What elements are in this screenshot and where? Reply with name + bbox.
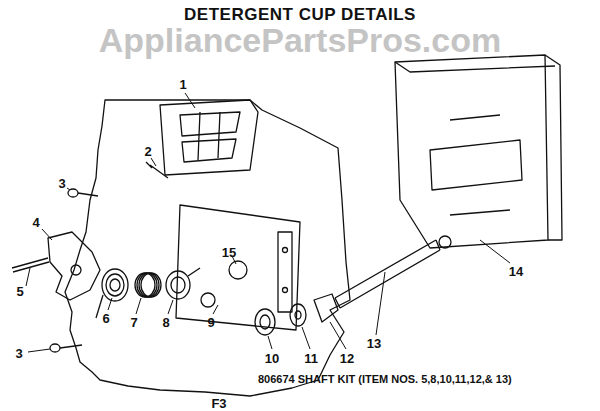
cam bbox=[314, 294, 338, 322]
detergent-cup bbox=[160, 100, 258, 175]
screw bbox=[146, 162, 168, 178]
cup-cover bbox=[395, 55, 548, 248]
callout-number: 3 bbox=[15, 347, 22, 360]
callout-number: 11 bbox=[304, 352, 318, 365]
callout-number: 12 bbox=[340, 352, 354, 365]
cup-slot bbox=[182, 139, 236, 162]
washer bbox=[290, 304, 306, 326]
callout-number: 2 bbox=[144, 145, 151, 158]
callout-number: 15 bbox=[222, 246, 236, 259]
plate-hole bbox=[229, 261, 247, 279]
callout-number: 1 bbox=[179, 78, 186, 91]
callout-number: 13 bbox=[367, 337, 381, 350]
bracket-plate bbox=[176, 205, 300, 330]
kit-note: 806674 SHAFT KIT (ITEM NOS. 5,8,10,11,12… bbox=[258, 374, 512, 385]
pin bbox=[12, 258, 49, 272]
screw bbox=[68, 189, 98, 197]
plate-tab bbox=[278, 232, 292, 312]
callout-number: 6 bbox=[102, 312, 109, 325]
plate-hole bbox=[201, 293, 215, 307]
spring bbox=[96, 269, 128, 318]
callout-number: 10 bbox=[265, 352, 279, 365]
screw bbox=[50, 344, 82, 352]
spring bbox=[135, 273, 161, 297]
figure-code: F3 bbox=[211, 397, 226, 410]
callout-number: 5 bbox=[16, 285, 23, 298]
callout-number: 7 bbox=[130, 316, 137, 329]
callout-number: 9 bbox=[207, 316, 214, 329]
cup-rib bbox=[198, 112, 220, 160]
callout-number: 3 bbox=[58, 177, 65, 190]
washer bbox=[255, 309, 275, 335]
shaft bbox=[335, 240, 440, 308]
callout-number: 14 bbox=[509, 265, 523, 278]
callout-number: 4 bbox=[32, 216, 39, 229]
cup-slot bbox=[180, 112, 240, 136]
watermark: AppliancePartsPros.com bbox=[99, 23, 501, 57]
door-panel bbox=[65, 100, 350, 396]
diagram-title: DETERGENT CUP DETAILS bbox=[184, 6, 416, 23]
spring bbox=[166, 268, 200, 299]
callout-number: 8 bbox=[162, 316, 169, 329]
leader-line bbox=[26, 93, 510, 352]
lever bbox=[48, 232, 100, 300]
